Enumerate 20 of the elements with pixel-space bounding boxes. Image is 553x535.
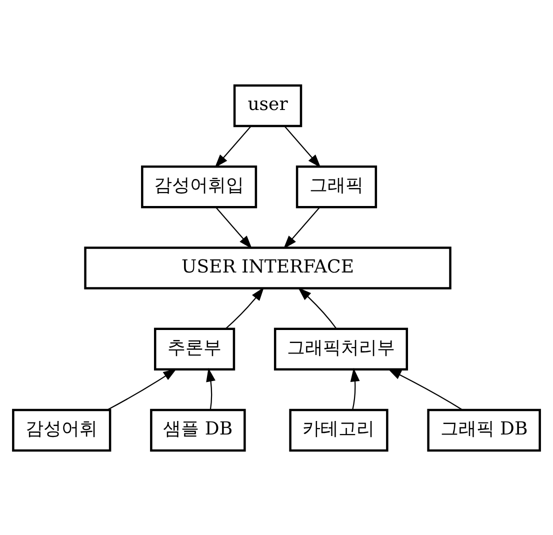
node-box: 그래픽 DB [427, 408, 541, 452]
arrow [225, 286, 264, 329]
arrow [298, 286, 337, 329]
arrow [284, 126, 321, 168]
node-box: USER INTERFACE [84, 246, 452, 289]
node-box: 그래픽 [296, 164, 378, 208]
arrow [283, 206, 320, 248]
node-box: user [233, 84, 302, 127]
arrow [206, 368, 216, 410]
arrow [388, 368, 463, 410]
node-box: 감성어휘 [12, 408, 112, 452]
arrow [350, 368, 360, 410]
node-box: 샘플 DB [150, 408, 246, 452]
node-box: 카테고리 [289, 408, 388, 452]
node-box: 그래픽처리부 [274, 327, 408, 370]
node-box: 추론부 [154, 327, 236, 370]
arrow [107, 368, 177, 410]
arrow [216, 206, 252, 248]
node-box: 감성어휘입 [141, 164, 258, 208]
arrow [214, 126, 252, 168]
